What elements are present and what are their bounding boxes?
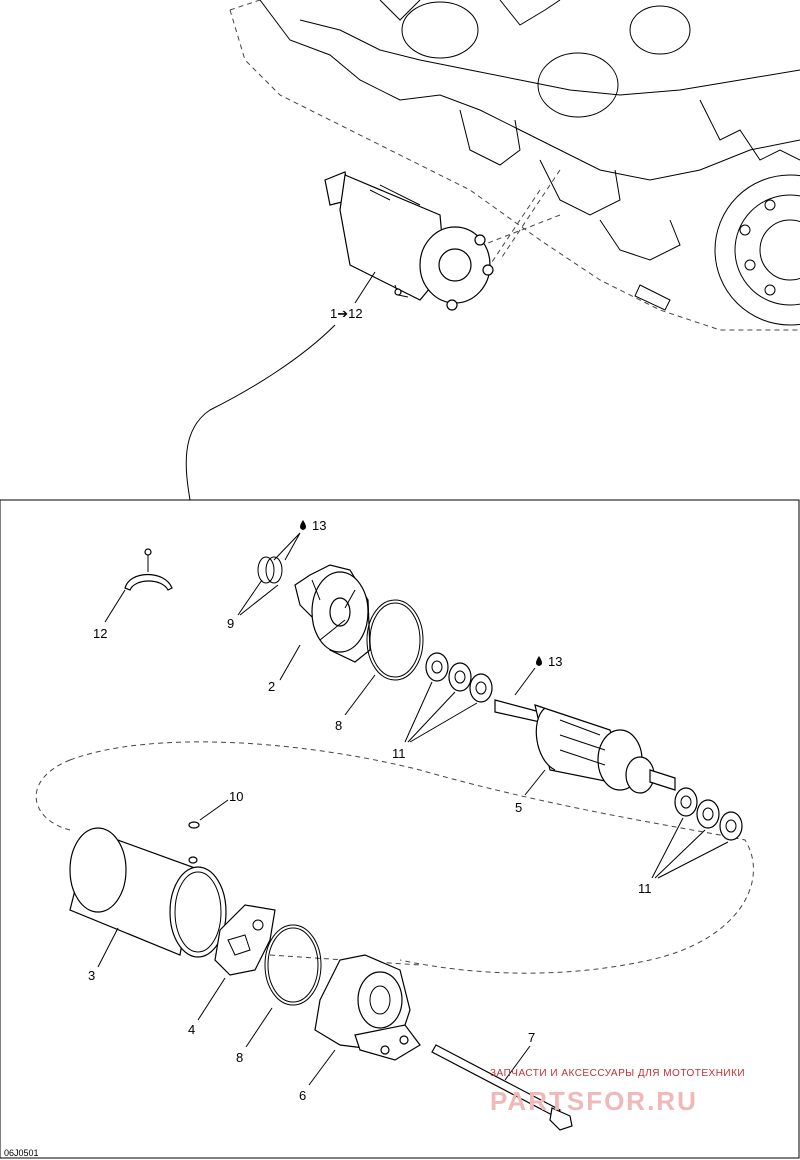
part-8-ring-bottom-inner — [267, 927, 319, 1003]
callout-9: 9 — [227, 616, 234, 631]
part-10-pin — [188, 821, 200, 829]
part-5-armature — [494, 699, 676, 794]
callout-4: 4 — [188, 1022, 195, 1037]
part-4-brush-holder — [214, 904, 276, 976]
oil-drop-icon — [300, 520, 306, 530]
callout-11-top: 11 — [392, 746, 406, 761]
part-11-washers-top — [425, 652, 493, 703]
engine-block-illustration — [229, 0, 800, 331]
part-8-ring-top — [366, 599, 424, 681]
callout-7: 7 — [528, 1030, 535, 1045]
watermark-tagline: ЗАПЧАСТИ И АКСЕССУАРЫ ДЛЯ МОТОТЕХНИКИ — [490, 1068, 745, 1079]
assembly-callout-label: 1➔12 — [330, 306, 363, 321]
part-9-o-rings — [257, 556, 283, 584]
exploded-view-frame — [0, 499, 800, 1159]
callout-11-bottom: 11 — [638, 881, 652, 896]
part-8-ring-top-inner — [369, 602, 421, 678]
callout-2: 2 — [268, 679, 275, 694]
callout-3: 3 — [88, 968, 95, 983]
callout-13-armature: 13 — [548, 654, 562, 669]
callout-10: 10 — [229, 789, 243, 804]
callout-5: 5 — [515, 800, 522, 815]
part-11-washers-bottom — [674, 787, 743, 841]
watermark-brand: PARTSFOR.RU — [490, 1086, 698, 1116]
part-12-clip — [124, 548, 173, 591]
part-2-drive-end-cover — [294, 564, 371, 663]
callout-6: 6 — [299, 1088, 306, 1103]
callout-8-bottom: 8 — [236, 1050, 243, 1065]
callout-8-top: 8 — [335, 718, 342, 733]
part-3-yoke-housing — [69, 827, 227, 958]
oil-drop-icon-2 — [536, 656, 542, 666]
part-8-ring-bottom — [264, 924, 322, 1006]
starter-motor-assembled — [324, 171, 494, 311]
part-7-through-bolt — [431, 1044, 573, 1131]
callout-13-top: 13 — [312, 518, 326, 533]
figure-code: 06J0501 — [4, 1148, 39, 1158]
callout-12: 12 — [93, 626, 107, 641]
part-6-commutator-end-cover — [314, 954, 421, 1061]
